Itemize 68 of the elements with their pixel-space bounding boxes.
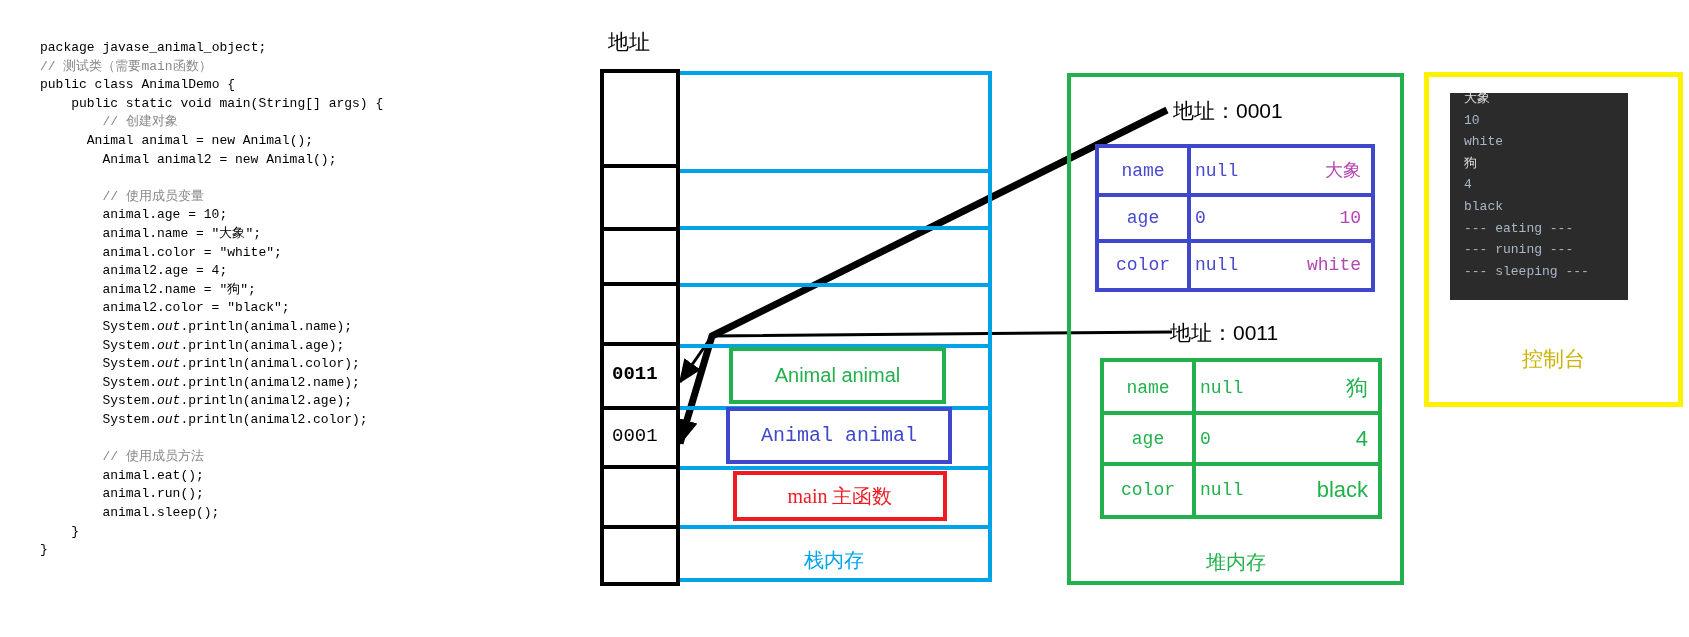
field-name: color: [1120, 478, 1176, 502]
field-value: 大象: [1325, 160, 1361, 184]
field-name: name: [1120, 160, 1166, 184]
code-line: System.out.println(animal.color);: [102, 356, 360, 373]
arrow: [678, 330, 1172, 384]
field-value: 狗: [1346, 373, 1368, 402]
field-value: 10: [1339, 207, 1361, 230]
console-line: 大象: [1464, 90, 1490, 108]
code-line: animal2.color = "black";: [102, 300, 290, 317]
console-line: 狗: [1464, 154, 1477, 173]
console-line: white: [1464, 133, 1503, 152]
field-value: null: [1195, 160, 1239, 184]
memory-label: 栈内存: [803, 548, 865, 573]
field-name: name: [1125, 376, 1171, 400]
code-line: System.out.println(animal2.age);: [102, 393, 353, 410]
code-line: package javase_animal_object;: [40, 40, 267, 56]
heap-memory-box: [1067, 73, 1404, 585]
console-line: --- sleeping ---: [1464, 262, 1589, 281]
variable-frame: Animal animal: [729, 347, 946, 404]
field-value: null: [1195, 253, 1239, 277]
field-name: age: [1125, 207, 1161, 230]
code-line: public static void main(String[] args) {: [71, 95, 384, 112]
console-line: 10: [1464, 111, 1480, 130]
code-line: }: [40, 542, 48, 559]
address-value: 0001: [612, 423, 658, 448]
code-comment: // 使用成员方法: [102, 449, 204, 466]
console-line: 4: [1464, 176, 1472, 195]
console-window: [1424, 72, 1683, 407]
field-value: white: [1307, 253, 1361, 277]
address-heading: 地址：0011: [1170, 320, 1279, 346]
code-line: System.out.println(animal.name);: [102, 319, 353, 335]
console-title: 控制台: [1521, 346, 1586, 372]
code-line: System.out.println(animal.age);: [102, 337, 345, 354]
code-line: animal2.name = "狗";: [102, 281, 256, 298]
address-heading: 地址：0001: [1173, 98, 1283, 124]
code-comment: // 使用成员变量: [102, 188, 204, 205]
code-line: animal.color = "white";: [102, 244, 282, 261]
field-value: 0: [1195, 207, 1206, 230]
variable-frame: main 主函数: [733, 471, 947, 521]
address-value: 0011: [612, 362, 658, 386]
code-line: System.out.println(animal2.color);: [102, 412, 368, 428]
code-line: animal.age = 10;: [102, 207, 228, 224]
code-line: System.out.println(animal2.name);: [102, 374, 360, 391]
field-name: color: [1115, 253, 1171, 277]
variable-frame: Animal animal: [726, 407, 952, 464]
field-value: 4: [1355, 424, 1368, 453]
code-line: animal.sleep();: [102, 505, 220, 521]
console-line: --- eating ---: [1464, 219, 1574, 238]
field-value: black: [1316, 475, 1368, 504]
field-value: null: [1200, 376, 1244, 400]
code-line: Animal animal2 = new Animal();: [102, 151, 337, 168]
console-line: black: [1464, 198, 1503, 216]
field-value: null: [1200, 478, 1244, 502]
field-value: 0: [1200, 427, 1211, 451]
code-line: Animal animal = new Animal();: [86, 133, 314, 149]
code-line: public class AnimalDemo {: [40, 77, 236, 94]
code-line: animal2.age = 4;: [102, 263, 228, 280]
code-line: animal.name = "大象";: [102, 226, 261, 242]
code-line: animal.eat();: [102, 467, 204, 484]
field-name: age: [1130, 427, 1166, 451]
console-line: --- runing ---: [1464, 241, 1574, 260]
code-comment: // 测试类（需要main函数）: [40, 58, 212, 75]
code-line: }: [71, 523, 79, 540]
address-heading: 地址: [608, 29, 650, 55]
code-line: animal.run();: [102, 486, 204, 503]
code-comment: // 创建对象: [102, 114, 178, 131]
memory-label: 堆内存: [1204, 550, 1267, 575]
console-output-panel: [1450, 93, 1628, 300]
